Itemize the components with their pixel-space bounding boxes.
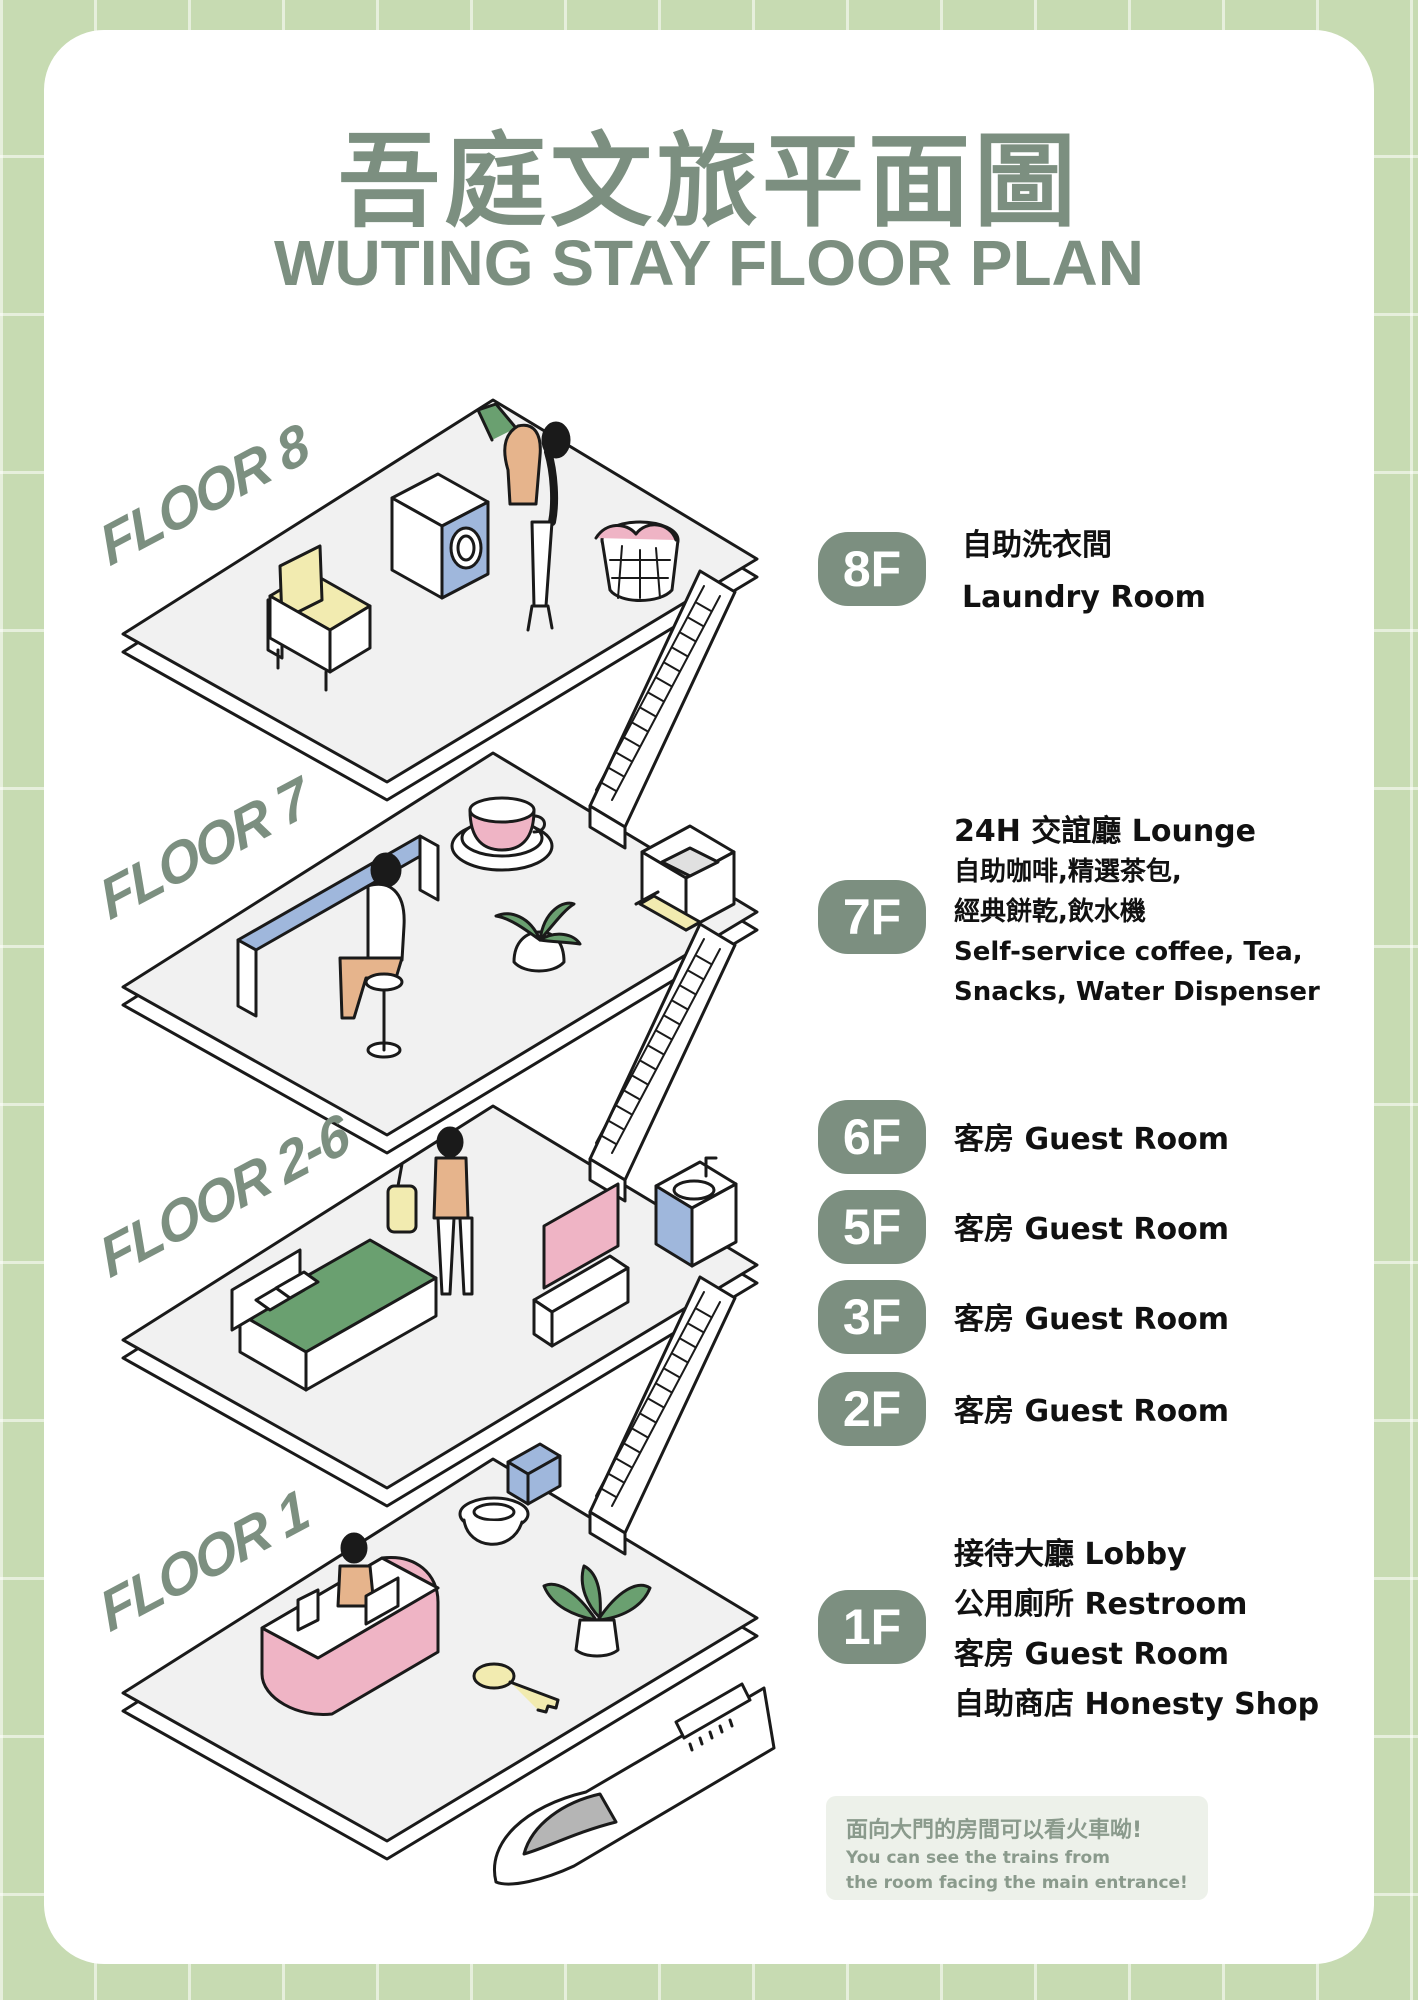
legend-1f-line-3: 客房 Guest Room bbox=[954, 1637, 1229, 1672]
person-hanging-clothes-icon bbox=[476, 402, 571, 632]
badge-6f: 6F bbox=[818, 1100, 926, 1174]
legend-6f-line-1: 客房 Guest Room bbox=[954, 1122, 1229, 1157]
legend-6f-text: 客房 Guest Room bbox=[954, 1114, 1229, 1158]
coffee-cup-icon bbox=[450, 796, 554, 872]
note-english-line-1: You can see the trains from bbox=[846, 1848, 1110, 1868]
sink-cabinet-icon bbox=[654, 1156, 738, 1268]
legend-8f-line-2: Laundry Room bbox=[962, 580, 1206, 615]
armchair-icon bbox=[266, 544, 372, 692]
title-chinese: 吾庭文旅平面圖 bbox=[338, 123, 1080, 242]
potted-plant-icon bbox=[494, 901, 582, 973]
legend-3f-line-1: 客房 Guest Room bbox=[954, 1302, 1229, 1337]
floor-7-plate bbox=[121, 751, 759, 1155]
tv-stand-icon bbox=[532, 1182, 630, 1348]
note-chinese: 面向大門的房間可以看火車呦! bbox=[846, 1818, 1143, 1843]
staircase-2-to-1 bbox=[588, 1275, 737, 1556]
legend-7f-text: 24H 交誼廳 Lounge 自助咖啡,精選茶包, 經典餅乾,飲水機 Self-… bbox=[954, 812, 1320, 1012]
monstera-plant-icon bbox=[542, 1564, 652, 1658]
badge-3f: 3F bbox=[818, 1280, 926, 1354]
staircase-8-to-7 bbox=[588, 569, 737, 850]
badge-8f: 8F bbox=[818, 532, 926, 606]
laundry-basket-icon bbox=[594, 520, 680, 602]
legend-5f-text: 客房 Guest Room bbox=[954, 1204, 1229, 1248]
train-view-note: 面向大門的房間可以看火車呦! You can see the trains fr… bbox=[826, 1796, 1208, 1900]
receptionist-icon bbox=[296, 1532, 400, 1632]
badge-2f: 2F bbox=[818, 1372, 926, 1446]
train-icon bbox=[493, 1682, 776, 1886]
badge-1f: 1F bbox=[818, 1590, 926, 1664]
key-icon bbox=[472, 1662, 560, 1714]
legend-7f-line-4: Self-service coffee, Tea, bbox=[954, 937, 1303, 967]
legend-7f-line-2: 自助咖啡,精選茶包, bbox=[954, 857, 1182, 887]
legend-1f-line-2: 公用廁所 Restroom bbox=[954, 1587, 1248, 1622]
person-with-luggage-icon bbox=[386, 1126, 474, 1296]
badge-7f: 7F bbox=[818, 880, 926, 954]
legend-1f-line-4: 自助商店 Honesty Shop bbox=[954, 1687, 1320, 1722]
legend-1f-text: 接待大廳 Lobby 公用廁所 Restroom 客房 Guest Room 自… bbox=[954, 1530, 1319, 1730]
toilet-icon bbox=[458, 1442, 562, 1546]
legend-2f-line-1: 客房 Guest Room bbox=[954, 1394, 1229, 1429]
legend-8f-text: 自助洗衣間 Laundry Room bbox=[962, 520, 1206, 624]
bed-icon bbox=[230, 1238, 438, 1392]
legend-2f-text: 客房 Guest Room bbox=[954, 1386, 1229, 1430]
title-english: WUTING STAY FLOOR PLAN bbox=[274, 227, 1144, 299]
legend-8f-line-1: 自助洗衣間 bbox=[962, 528, 1112, 563]
person-on-laptop-icon bbox=[338, 852, 406, 1059]
legend-5f-line-1: 客房 Guest Room bbox=[954, 1212, 1229, 1247]
legend-1f-line-1: 接待大廳 Lobby bbox=[954, 1537, 1187, 1572]
coffee-machine-icon bbox=[634, 824, 736, 932]
washing-machine-icon bbox=[390, 472, 490, 600]
legend-7f-line-3: 經典餅乾,飲水機 bbox=[954, 897, 1146, 927]
note-english-line-2: the room facing the main entrance! bbox=[846, 1873, 1188, 1893]
floor-1-plate bbox=[121, 1457, 759, 1861]
badge-5f: 5F bbox=[818, 1190, 926, 1264]
legend-3f-text: 客房 Guest Room bbox=[954, 1294, 1229, 1338]
legend-7f-line-1: 24H 交誼廳 Lounge bbox=[954, 814, 1257, 849]
legend-7f-line-5: Snacks, Water Dispenser bbox=[954, 977, 1320, 1007]
